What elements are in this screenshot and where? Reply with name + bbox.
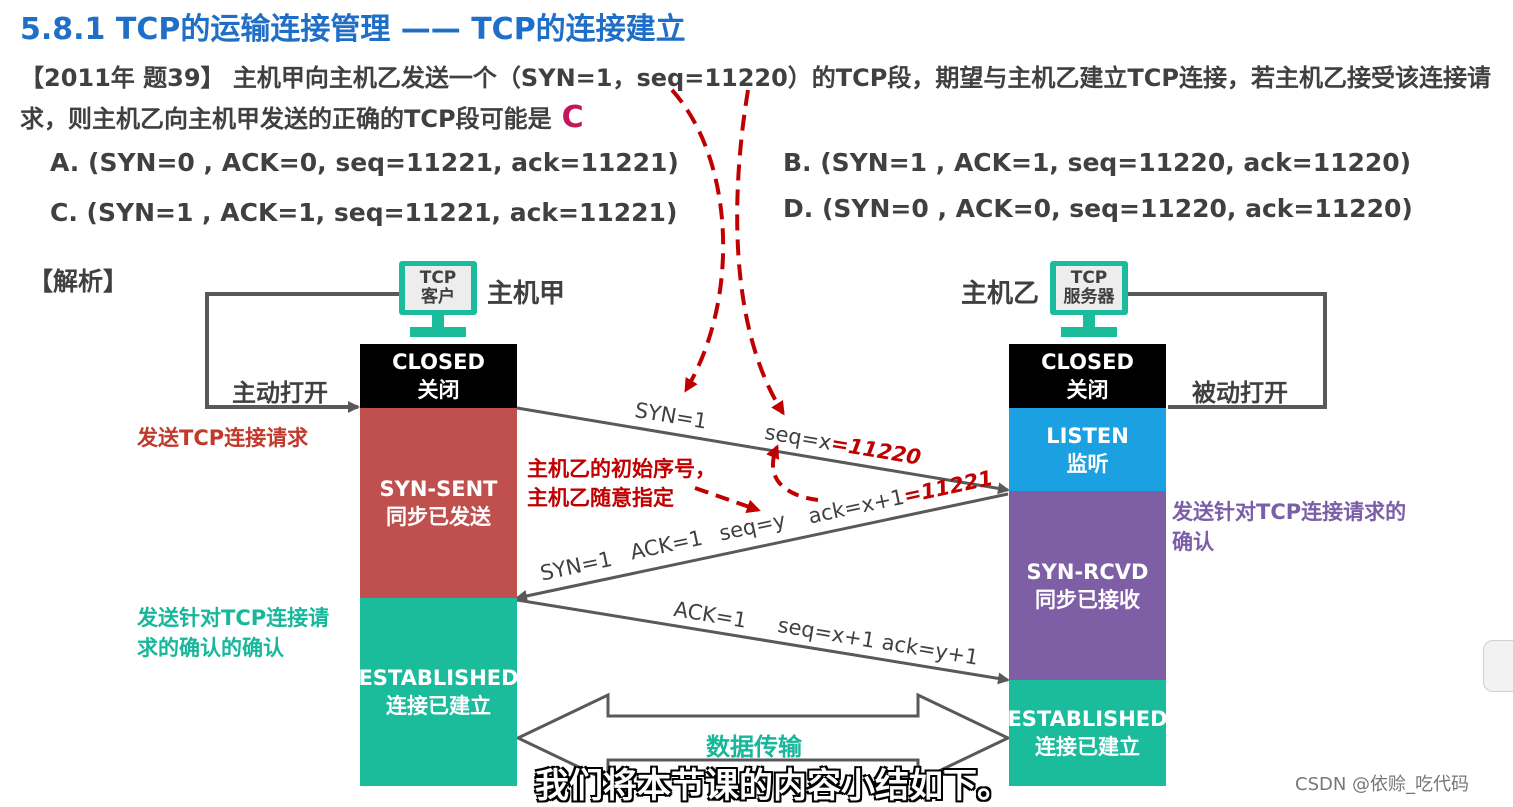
msg-synack-arrow bbox=[515, 492, 1009, 602]
client-send-request-note: 发送TCP连接请求 bbox=[137, 426, 309, 450]
client-syn-sent-zh: 同步已发送 bbox=[386, 505, 491, 529]
side-panel-toggle[interactable] bbox=[1483, 640, 1513, 692]
server-stand bbox=[1083, 315, 1095, 327]
data-transfer-arrow bbox=[514, 692, 1012, 784]
initial-seq-annotation-line2: 主机乙随意指定 bbox=[527, 486, 674, 510]
client-established-zh: 连接已建立 bbox=[386, 694, 491, 718]
server-listen-zh: 监听 bbox=[1066, 451, 1109, 476]
initial-seq-annotation-line1: 主机乙的初始序号， bbox=[527, 457, 716, 481]
annot-ack-dash bbox=[766, 444, 819, 502]
client-closed-zh: 关闭 bbox=[417, 378, 460, 402]
server-open-loop bbox=[1117, 292, 1327, 409]
server-closed-en: CLOSED bbox=[1041, 350, 1134, 374]
client-computer-icon: TCP 客户 bbox=[399, 261, 477, 315]
client-state-closed: CLOSED 关闭 bbox=[360, 344, 517, 408]
client-ack-note: 发送针对TCP连接请求的确认的确认 bbox=[137, 606, 330, 660]
option-a: A. (SYN=0 , ACK=0, seq=11221, ack=11221) bbox=[50, 148, 679, 177]
server-closed-zh: 关闭 bbox=[1066, 378, 1109, 402]
client-stand bbox=[432, 315, 444, 327]
annot-syn-dash bbox=[670, 88, 726, 393]
client-open-loop bbox=[205, 292, 400, 413]
question: 【2011年 题39】 主机甲向主机乙发送一个（SYN=1，seq=11220）… bbox=[20, 58, 1510, 139]
question-text: 【2011年 题39】 主机甲向主机乙发送一个（SYN=1，seq=11220）… bbox=[20, 64, 1491, 133]
server-established-en: ESTABLISHED bbox=[1007, 707, 1168, 731]
server-listen-en: LISTEN bbox=[1046, 423, 1129, 448]
client-state-syn-sent: SYN-SENT 同步已发送 bbox=[360, 408, 517, 598]
server-syn-rcvd-en: SYN-RCVD bbox=[1026, 559, 1149, 584]
page-title: 5.8.1 TCP的运输连接管理 —— TCP的连接建立 bbox=[20, 12, 686, 47]
client-state-established: ESTABLISHED 连接已建立 bbox=[358, 598, 519, 786]
server-base bbox=[1061, 327, 1117, 337]
initial-seq-annotation: 主机乙的初始序号， 主机乙随意指定 bbox=[527, 455, 716, 513]
annot-seq-dash bbox=[735, 89, 785, 416]
option-c: C. (SYN=1 , ACK=1, seq=11221, ack=11221) bbox=[50, 198, 678, 227]
client-icon-label-2: 客户 bbox=[421, 287, 455, 307]
client-base bbox=[410, 327, 466, 337]
server-host-label: 主机乙 bbox=[961, 279, 1040, 309]
option-b: B. (SYN=1 , ACK=1, seq=11220, ack=11220) bbox=[783, 148, 1412, 177]
video-subtitle: 我们将本节课的内容小结如下。 bbox=[535, 766, 1011, 806]
server-state-syn-rcvd: SYN-RCVD 同步已接收 bbox=[1009, 491, 1166, 680]
data-transfer-label: 数据传输 bbox=[706, 733, 802, 761]
msg-syn-arrow bbox=[516, 406, 1010, 495]
analysis-label: 【解析】 bbox=[28, 267, 129, 296]
client-established-en: ESTABLISHED bbox=[358, 666, 519, 690]
server-established-zh: 连接已建立 bbox=[1035, 735, 1140, 759]
server-state-established: ESTABLISHED 连接已建立 bbox=[1007, 680, 1168, 786]
client-active-open-label: 主动打开 bbox=[232, 379, 328, 407]
msg-ack-arrow bbox=[516, 598, 1010, 685]
server-ack-note: 发送针对TCP连接请求的确认 bbox=[1172, 500, 1407, 554]
annot-y-dash bbox=[694, 486, 761, 513]
option-d: D. (SYN=0 , ACK=0, seq=11220, ack=11220) bbox=[783, 194, 1413, 223]
server-syn-rcvd-zh: 同步已接收 bbox=[1035, 587, 1140, 612]
client-closed-en: CLOSED bbox=[392, 350, 485, 374]
server-icon-label-2: 服务器 bbox=[1063, 287, 1115, 307]
answer-mark: C bbox=[561, 100, 584, 135]
server-icon-label-1: TCP bbox=[1070, 268, 1108, 288]
server-computer-icon: TCP 服务器 bbox=[1050, 261, 1128, 315]
client-syn-sent-en: SYN-SENT bbox=[379, 477, 498, 501]
server-state-listen: LISTEN 监听 bbox=[1009, 408, 1166, 491]
client-host-label: 主机甲 bbox=[487, 279, 566, 309]
server-state-closed: CLOSED 关闭 bbox=[1009, 344, 1166, 408]
csdn-watermark: CSDN @依赊_吃代码 bbox=[1295, 774, 1470, 795]
client-icon-label-1: TCP bbox=[419, 268, 457, 288]
server-passive-open-label: 被动打开 bbox=[1192, 379, 1288, 407]
